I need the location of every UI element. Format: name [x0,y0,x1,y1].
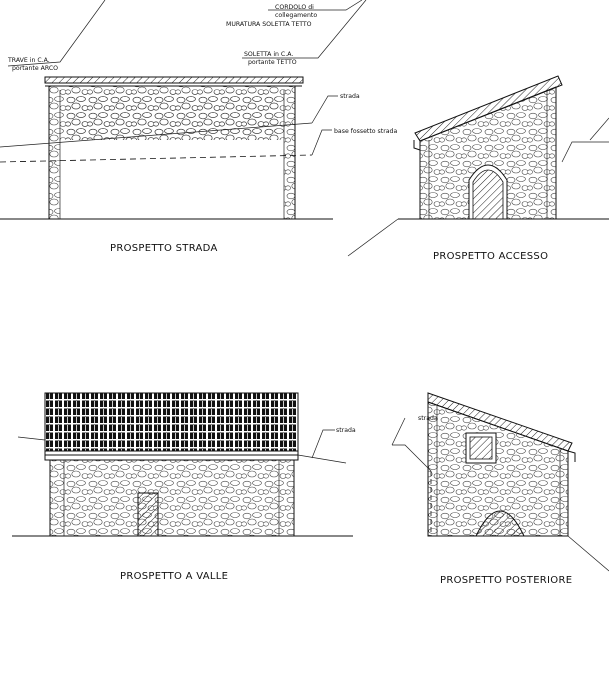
label-portante-tetto: portante TETTO [248,59,297,66]
window [469,436,493,460]
trave-leader-line [7,0,106,67]
road-line [0,122,313,148]
sloped-roof [414,75,563,142]
leader-line-left [17,436,46,441]
cordolo-leader-line [268,0,363,11]
leader-line-right [561,141,609,163]
fossetto-leader-line [311,129,332,156]
strada-leader-line [311,429,335,459]
elevation-valle: strada PROSPETTO A VALLE [12,392,356,582]
road-line [297,454,347,464]
label-soletta: SOLETTA in C.A. [244,51,293,58]
tiled-roof [44,392,299,452]
label-fossetto: base fossetto strada [334,128,397,135]
terrain-line [347,218,399,257]
terrain-line [567,535,609,572]
label-cordolo: CORDOLO di [275,4,314,11]
strada-leader-line [311,95,338,124]
title-prospetto-valle: PROSPETTO A VALLE [120,571,228,582]
title-prospetto-strada: PROSPETTO STRADA [110,243,218,254]
elevation-posteriore: strada PROSPETTO POSTERIORE [391,392,609,586]
arched-opening [475,510,525,537]
elevation-accesso: PROSPETTO ACCESSO [347,75,609,262]
label-strada-valle: strada [336,427,356,434]
plaster-zone [60,140,284,219]
label-strada: strada [340,93,360,100]
label-strada-posteriore: strada [418,415,438,422]
strada-leader-top [391,417,406,446]
roof-slab [44,76,304,84]
strada-leader-line [392,444,432,472]
label-trave: TRAVE in C.A. [7,57,50,64]
gutter [567,450,576,462]
title-prospetto-posteriore: PROSPETTO POSTERIORE [440,575,572,586]
leader-line-right-top [589,117,609,141]
elevation-strada: CORDOLO di collegamento MURATURA SOLETTA… [0,0,397,254]
label-muratura: MURATURA SOLETTA TETTO [226,21,312,28]
ditch-dashed-line [0,154,313,163]
soletta-leader-line [242,0,367,59]
label-collegamento: collegamento [275,12,317,19]
stone-texture-upper [66,92,278,140]
label-portante-arco: portante ARCO [12,65,58,72]
stone-wall-valle [49,459,295,537]
gutter [413,140,421,151]
title-prospetto-accesso: PROSPETTO ACCESSO [433,251,548,262]
door [137,492,159,537]
arched-door [472,169,504,220]
